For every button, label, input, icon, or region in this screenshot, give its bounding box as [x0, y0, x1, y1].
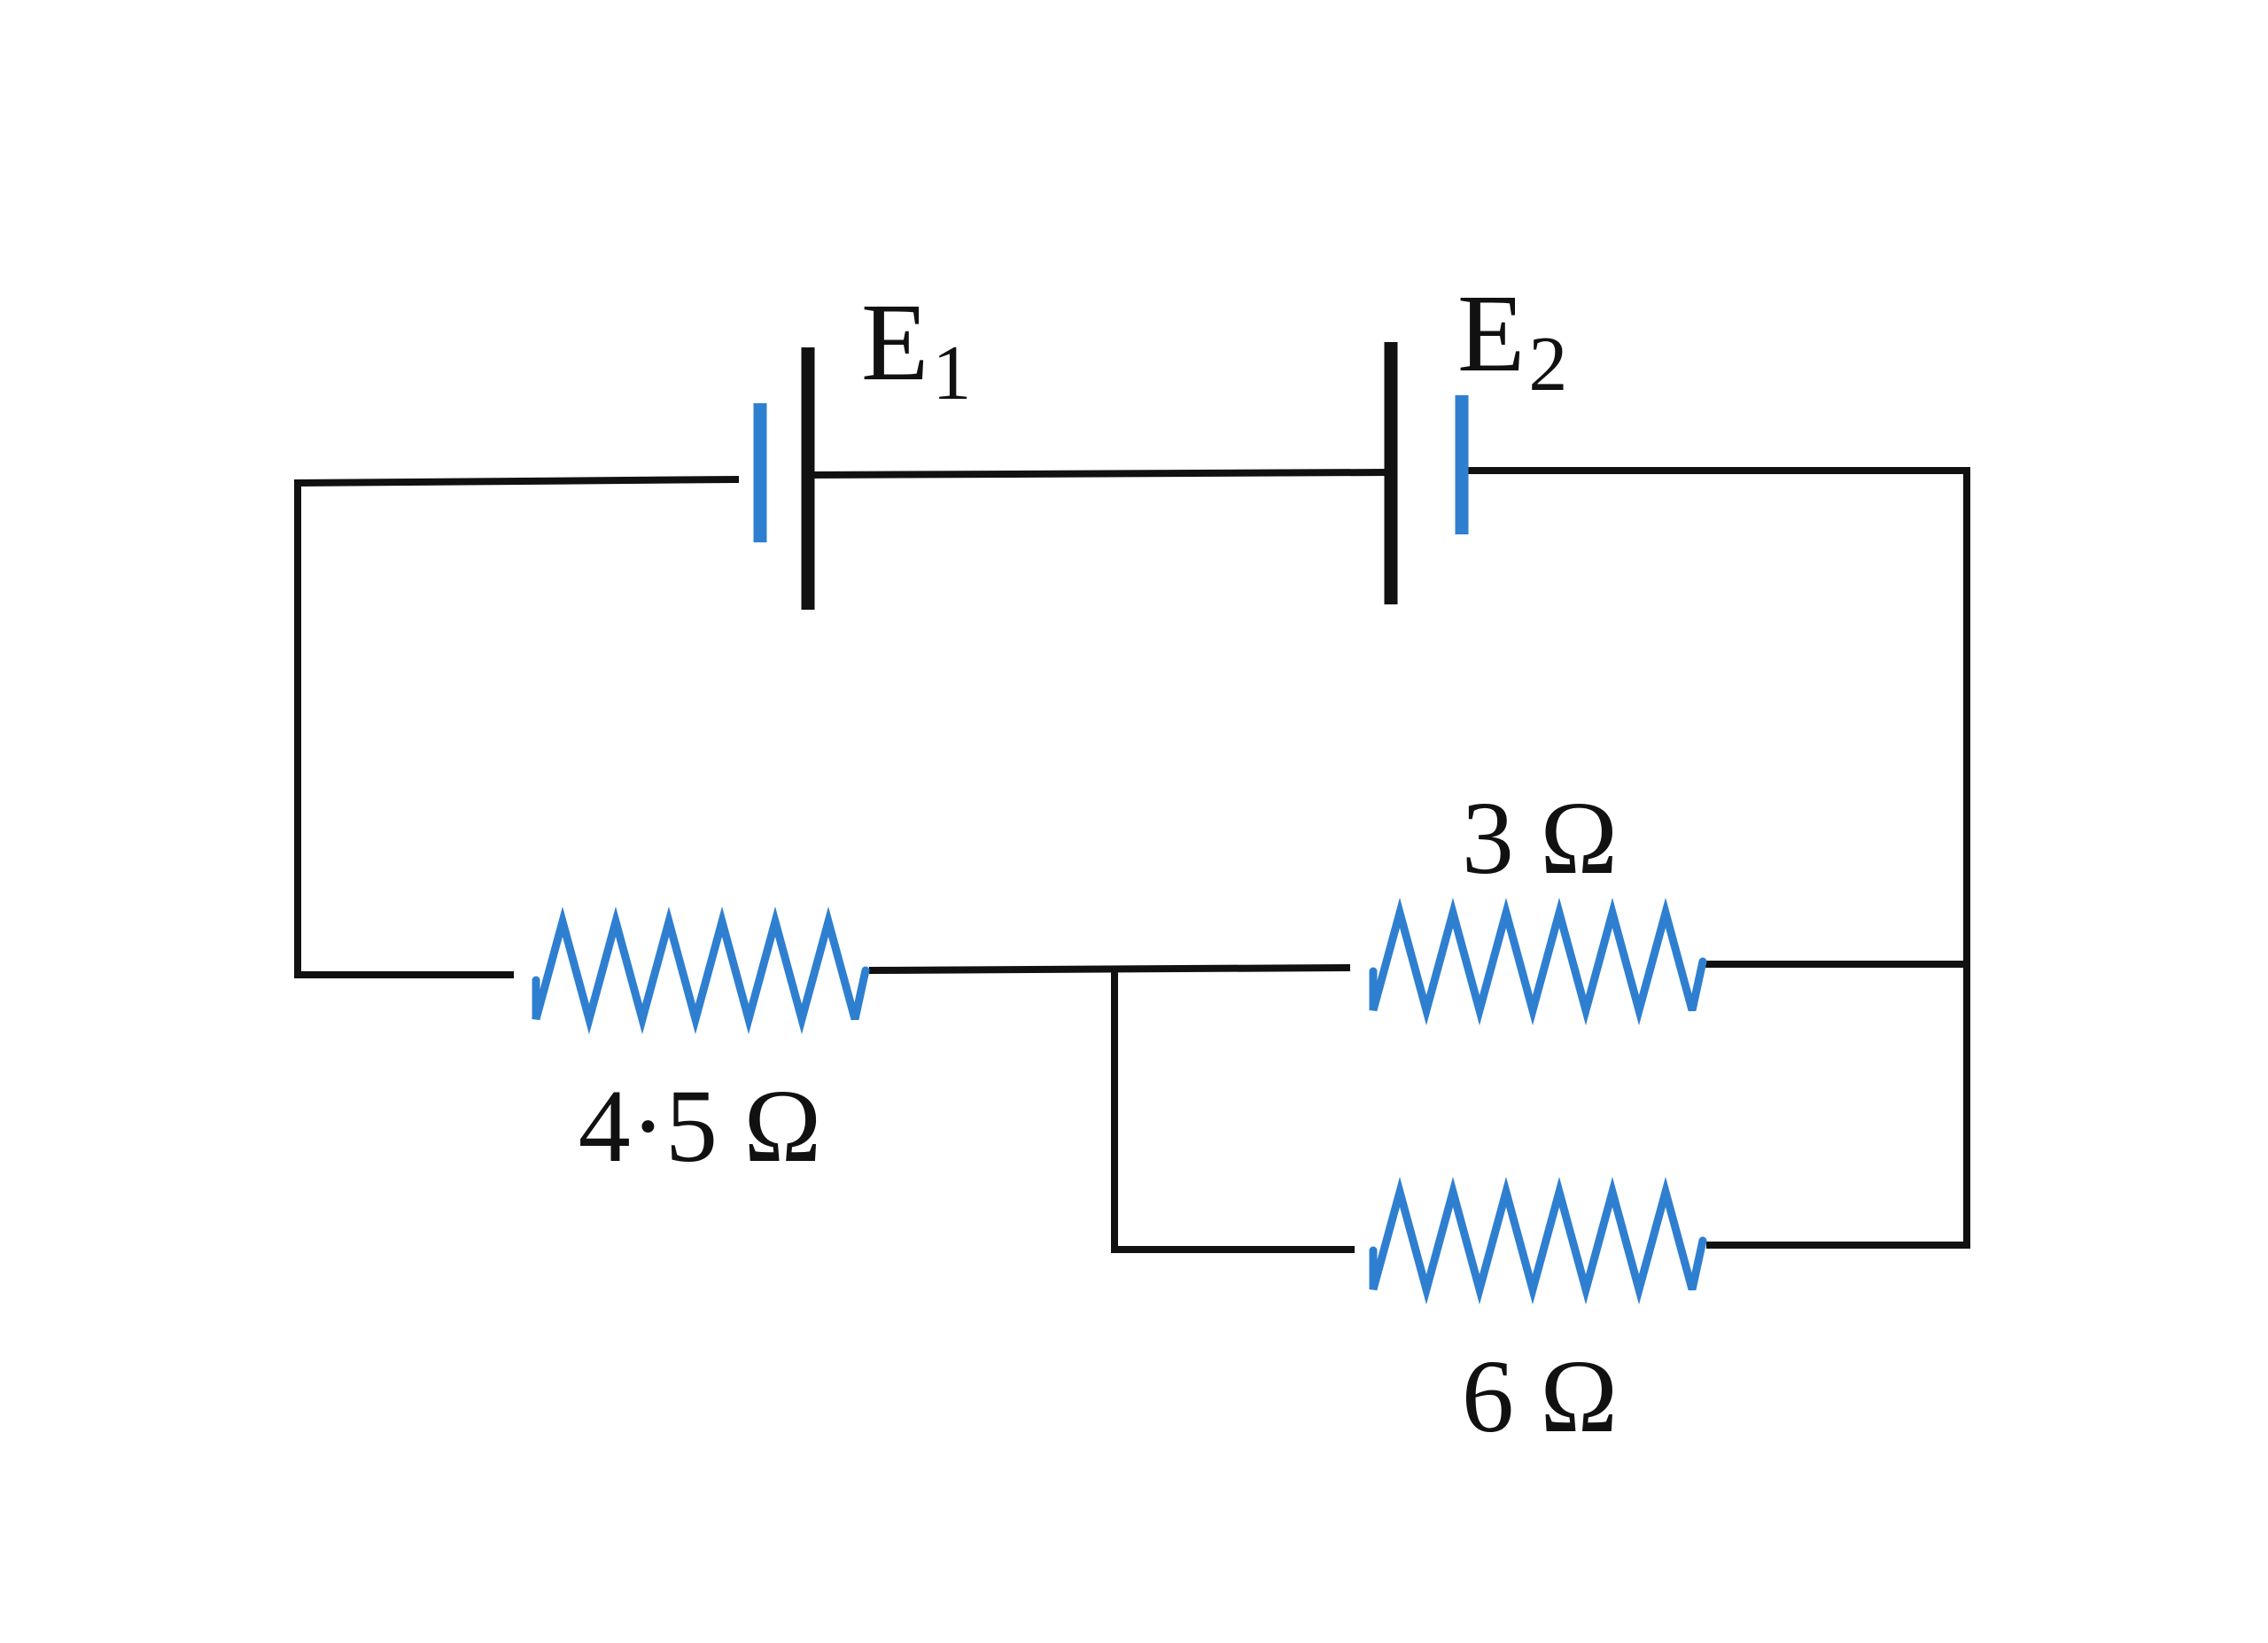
resistor-3-ohm-zigzag: [1369, 897, 1707, 1026]
battery-e2-symbol: E: [1457, 273, 1525, 395]
battery-e2: E2: [1384, 273, 1567, 604]
circuit-wires: [294, 467, 1970, 1253]
wire-left-loop: [294, 475, 740, 978]
battery-e2-label: E2: [1457, 273, 1567, 408]
resistor-6-ohm-zigzag: [1369, 1176, 1707, 1305]
battery-e1-label: E1: [861, 282, 971, 417]
wire-between-cells: [806, 468, 1391, 479]
battery-e2-subscript: 2: [1528, 322, 1567, 408]
battery-e1: E1: [753, 282, 971, 610]
resistor-6-ohm-label: 6 Ω: [1462, 1338, 1618, 1454]
resistor-4-5-ohm-label: 4·5 Ω: [579, 1068, 822, 1184]
resistor-4-5-ohm: 4·5 Ω: [532, 906, 870, 1184]
resistor-4-5-ohm-zigzag: [532, 906, 870, 1035]
resistor-3-ohm-label: 3 Ω: [1462, 780, 1618, 896]
wire-middle: [868, 963, 1351, 975]
wire-right-loop: [1460, 467, 1970, 1249]
resistor-3-ohm: 3 Ω: [1369, 780, 1707, 1026]
battery-e1-symbol: E: [861, 282, 928, 404]
battery-e1-subscript: 1: [932, 331, 971, 417]
wire-lower-branch: [1111, 967, 1355, 1253]
resistor-6-ohm: 6 Ω: [1369, 1176, 1707, 1454]
